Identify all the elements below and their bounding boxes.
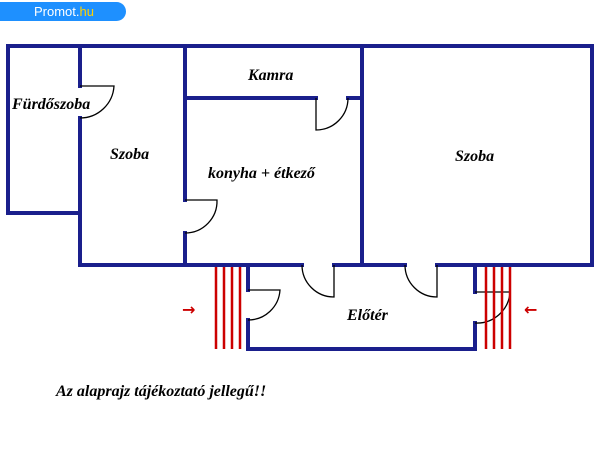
room-label-szoba-right: Szoba	[455, 148, 494, 165]
logo-text: Promot.	[34, 4, 80, 19]
stairs-right	[484, 267, 512, 349]
room-label-konyha: konyha + étkező	[208, 165, 316, 182]
door-bathroom	[79, 85, 115, 119]
disclaimer-note: Az alaprajz tájékoztató jellegű!!	[56, 383, 267, 400]
entrance-arrow-right: ←	[524, 300, 537, 319]
room-label-szoba-left: Szoba	[110, 146, 149, 163]
site-logo[interactable]: Promot.hu	[0, 2, 126, 21]
doors	[79, 85, 511, 324]
door-szoba-eloter	[404, 264, 438, 298]
room-label-kamra: Kamra	[247, 67, 293, 84]
door-konyha-eloter	[301, 264, 335, 298]
room-label-eloter: Előtér	[346, 307, 389, 324]
door-eloter-left	[247, 289, 281, 321]
logo-suffix: hu	[79, 4, 94, 19]
door-eloter-right	[474, 291, 511, 324]
room-label-furdoszoba: Fürdőszoba	[11, 96, 90, 113]
door-kamra	[315, 97, 349, 131]
door-konyha	[184, 199, 218, 234]
stairs-left	[214, 267, 242, 349]
walls	[6, 44, 594, 351]
entrance-arrow-left: →	[182, 300, 195, 319]
